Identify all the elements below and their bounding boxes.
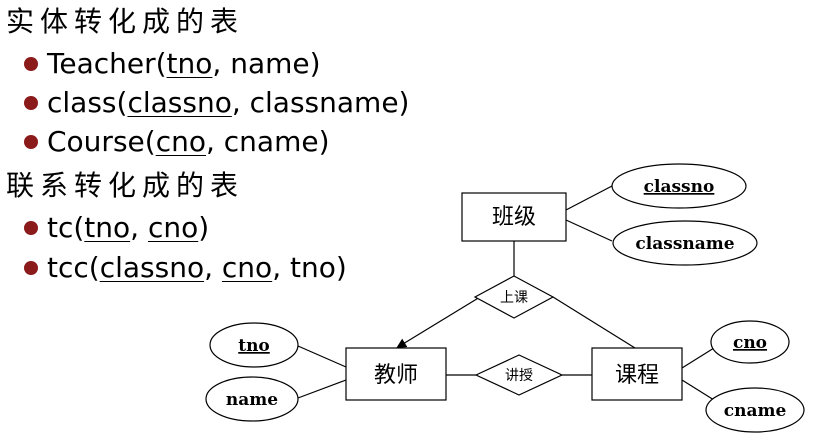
attribute-classno-label: classno — [644, 177, 715, 197]
separator: , — [204, 251, 222, 284]
attribute-classno: classno — [611, 163, 747, 209]
list-item-class-table: class(classno, classname) — [24, 85, 409, 121]
primary-key: classno — [99, 251, 205, 284]
primary-key: cno — [221, 251, 273, 284]
edge-course-cno — [681, 347, 715, 369]
relationship-teach: 讲授 — [474, 354, 564, 396]
bullet-icon — [24, 261, 38, 275]
attribute-cname: cname — [705, 387, 805, 433]
table-columns: , tno) — [272, 251, 347, 284]
primary-key: tno — [166, 47, 213, 80]
entity-tables-heading: 实体转化成的表 — [6, 5, 245, 38]
edge-attend-course — [552, 296, 636, 349]
relationship-attend-label: 上课 — [500, 290, 528, 306]
attribute-cname-label: cname — [724, 401, 787, 421]
entity-course: 课程 — [591, 347, 683, 401]
table-name: Course( — [47, 125, 156, 158]
table-name: tc( — [47, 211, 85, 244]
separator: , — [130, 211, 148, 244]
edge-class-classno — [565, 185, 613, 211]
entity-class-label: 班级 — [492, 205, 536, 230]
primary-key: cno — [147, 211, 199, 244]
attribute-name-label: name — [226, 390, 278, 410]
edge-tno-teacher — [297, 345, 347, 368]
entity-course-label: 课程 — [615, 363, 659, 388]
bullet-icon — [24, 96, 38, 110]
attribute-tno: tno — [209, 322, 299, 368]
primary-key: tno — [84, 211, 131, 244]
bullet-icon — [24, 57, 38, 71]
bullet-icon — [24, 221, 38, 235]
table-columns: , cname) — [205, 125, 330, 158]
attribute-cno: cno — [710, 320, 790, 364]
table-name: tcc( — [47, 251, 100, 284]
primary-key: cno — [155, 125, 206, 158]
relationship-attend: 上课 — [473, 275, 555, 319]
relationship-tables-heading: 联系转化成的表 — [6, 169, 245, 202]
table-columns: , name) — [212, 47, 321, 80]
attribute-classname-label: classname — [635, 234, 734, 254]
attribute-classname: classname — [612, 220, 758, 266]
table-name: class( — [47, 86, 128, 119]
list-item-course-table: Course(cno, cname) — [24, 124, 330, 160]
list-item-tc-table: tc(tno, cno) — [24, 210, 209, 246]
edge-attend-teacher — [396, 296, 481, 349]
table-columns: , classname) — [231, 86, 410, 119]
list-item-teacher-table: Teacher(tno, name) — [24, 46, 321, 82]
bullet-icon — [24, 135, 38, 149]
primary-key: classno — [127, 86, 232, 119]
table-columns: ) — [198, 211, 210, 244]
relationship-teach-label: 讲授 — [505, 368, 533, 384]
table-name: Teacher( — [47, 47, 167, 80]
edge-course-cname — [681, 379, 715, 401]
attribute-tno-label: tno — [238, 336, 270, 356]
entity-teacher-label: 教师 — [374, 363, 418, 388]
entity-class: 班级 — [461, 192, 567, 242]
entity-teacher: 教师 — [345, 347, 447, 401]
edge-name-teacher — [297, 379, 347, 399]
attribute-name: name — [205, 376, 299, 422]
list-item-tcc-table: tcc(classno, cno, tno) — [24, 250, 347, 286]
edge-class-classname — [565, 219, 613, 242]
attribute-cno-label: cno — [733, 333, 767, 353]
